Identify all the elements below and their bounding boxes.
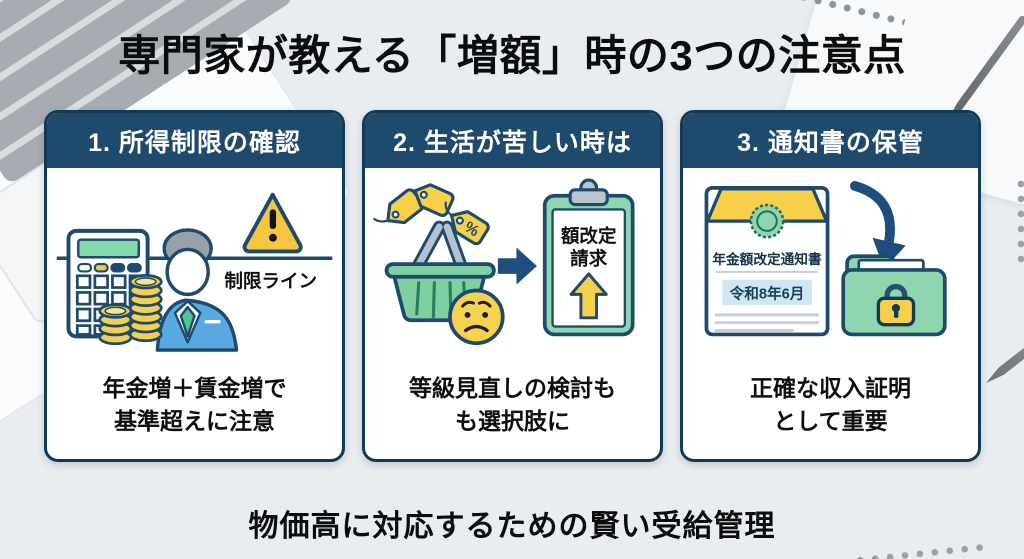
card2-caption: 等級見直しの検討も も選択肢に xyxy=(365,366,660,459)
footer-caption: 物価高に対応するための賢い受給管理 xyxy=(248,510,776,543)
exclamation-mark xyxy=(269,209,277,229)
card3-caption: 正確な収入証明 として重要 xyxy=(683,366,978,459)
caption-line: 等級見直しの検討も xyxy=(409,375,616,401)
card3-header: 3. 通知書の保管 xyxy=(683,113,978,168)
card1-art: 制限ライン xyxy=(47,168,342,366)
date-box xyxy=(722,279,812,306)
card-income-limit: 1. 所得制限の確認 xyxy=(44,110,345,462)
arrow-up-icon xyxy=(569,272,608,320)
card3-art: 年金額改定通知書 令和8年6月 xyxy=(683,168,978,366)
hard-times-illustration: % xyxy=(373,178,635,346)
card-hard-times: 2. 生活が苦しい時は xyxy=(362,110,663,462)
document-date: 令和8年6月 xyxy=(730,284,805,302)
keep-notice-illustration: 年金額改定通知書 令和8年6月 xyxy=(704,181,947,337)
price-tags-icon: % xyxy=(373,183,490,246)
arrow-right-icon xyxy=(497,247,537,285)
caption-line: として重要 xyxy=(773,408,888,435)
limit-line-label: 制限ライン xyxy=(224,271,317,292)
card2-header: 2. 生活が苦しい時は xyxy=(365,113,660,168)
businessman-icon xyxy=(155,228,239,352)
coins-icon xyxy=(98,273,163,346)
clipboard-icon: 額改定 請求 xyxy=(542,178,635,337)
caption-line: 正確な収入証明 xyxy=(750,375,911,401)
seal-icon xyxy=(749,203,785,239)
card1-header: 1. 所得制限の確認 xyxy=(47,113,342,168)
lock-icon xyxy=(876,283,916,327)
arrow-curve-icon xyxy=(850,181,906,269)
income-limit-illustration: 制限ライン xyxy=(56,192,333,352)
sad-face-icon xyxy=(448,288,505,346)
caption-line: 基準超えに注意 xyxy=(114,408,275,435)
card2-art: % xyxy=(365,168,660,366)
notice-document-icon: 年金額改定通知書 令和8年6月 xyxy=(704,186,830,337)
clipboard-text-line2: 請求 xyxy=(570,248,608,269)
spiral-binding-decoration xyxy=(1014,178,1024,270)
document-title: 年金額改定通知書 xyxy=(712,251,822,267)
warning-triangle-icon xyxy=(242,192,303,254)
folder-icon xyxy=(841,254,947,337)
card-keep-notice: 3. 通知書の保管 年金額改定通知書 令和8年6月 xyxy=(680,110,981,462)
caption-line: 年金増＋賃金増で xyxy=(102,375,287,401)
basket-icon xyxy=(384,220,496,323)
card1-caption: 年金増＋賃金増で 基準超えに注意 xyxy=(47,366,342,459)
page-title: 専門家が教える「増額」時の3つの注意点 xyxy=(118,32,906,79)
cards-row: 1. 所得制限の確認 xyxy=(44,110,981,462)
caption-line: も選択肢に xyxy=(455,408,570,435)
clipboard-text-line1: 額改定 xyxy=(560,226,617,247)
